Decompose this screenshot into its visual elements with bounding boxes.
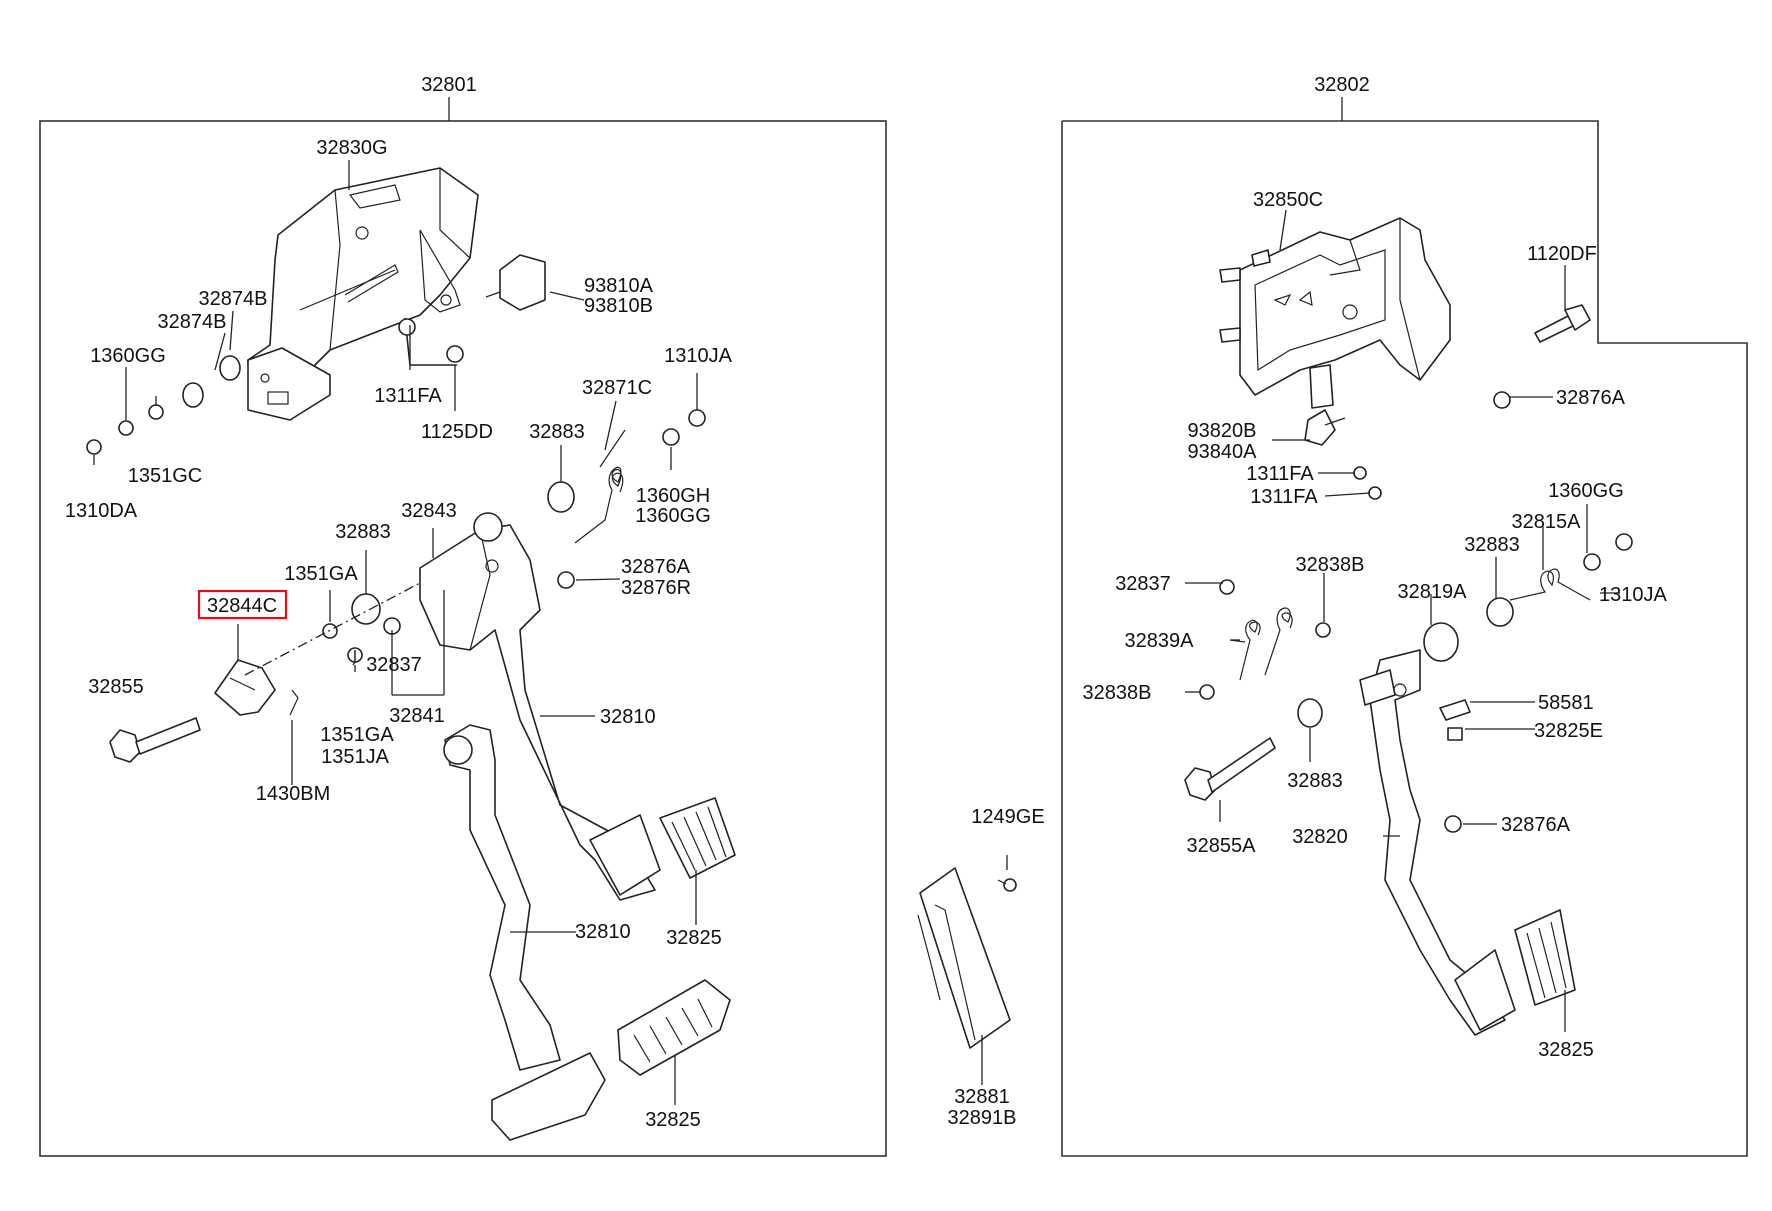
callout-93840A[interactable]: 93840A (1188, 441, 1258, 463)
callout-1310JA-right[interactable]: 1310JA (1599, 584, 1667, 606)
pedal-bracket-drawing (247, 167, 479, 421)
callout-32843[interactable]: 32843 (401, 500, 457, 522)
callout-32825-right[interactable]: 32825 (1538, 1039, 1594, 1061)
callout-1310JA[interactable]: 1310JA (664, 345, 732, 367)
callout-32855[interactable]: 32855 (88, 676, 144, 698)
highlight-box-32844C (197, 589, 288, 620)
callout-32841[interactable]: 32841 (389, 705, 445, 727)
callout-1351GA-lower[interactable]: 1351GA (320, 724, 394, 746)
spring-32839A-drawing (1239, 607, 1293, 681)
callout-32815A[interactable]: 32815A (1512, 511, 1582, 533)
callout-32881[interactable]: 32881 (954, 1086, 1010, 1108)
callout-58581[interactable]: 58581 (1538, 692, 1594, 714)
callout-1249GE[interactable]: 1249GE (971, 806, 1044, 828)
callout-32825E[interactable]: 32825E (1534, 720, 1603, 742)
callout-32855A[interactable]: 32855A (1187, 835, 1257, 857)
callout-32810-upper[interactable]: 32810 (600, 706, 656, 728)
callout-32830G[interactable]: 32830G (316, 137, 387, 159)
callout-32876A[interactable]: 32876A (621, 556, 691, 578)
callout-32883-right-upper[interactable]: 32883 (1464, 534, 1520, 556)
callout-1430BM[interactable]: 1430BM (256, 783, 331, 805)
cotter-pin-drawing (289, 689, 299, 716)
callout-32838B-upper[interactable]: 32838B (1296, 554, 1365, 576)
brake-pedal-drawing (419, 512, 661, 901)
callout-32825-upper[interactable]: 32825 (666, 927, 722, 949)
callout-1360GH[interactable]: 1360GH (636, 485, 711, 507)
callout-32883-right-lower[interactable]: 32883 (1287, 770, 1343, 792)
callout-32837[interactable]: 32837 (366, 654, 422, 676)
left-assembly: 32801 (39, 74, 1045, 1157)
callout-32825-lower[interactable]: 32825 (645, 1109, 701, 1131)
callout-32876A-upper[interactable]: 32876A (1556, 387, 1626, 409)
right-assembly: 32802 (1061, 74, 1748, 1157)
assembly-number-right: 32802 (1314, 74, 1370, 96)
callout-93810A[interactable]: 93810A (584, 275, 654, 297)
callout-93810B[interactable]: 93810B (584, 295, 653, 317)
bolt-32855-drawing (109, 717, 201, 763)
callout-32838B-lower[interactable]: 32838B (1083, 682, 1152, 704)
callout-1310DA[interactable]: 1310DA (65, 500, 138, 522)
callout-1125DD[interactable]: 1125DD (421, 421, 493, 443)
pedal-pad-lower-drawing (617, 979, 731, 1076)
callout-32810-lower[interactable]: 32810 (575, 921, 631, 943)
callout-32874B-second[interactable]: 32874B (158, 311, 227, 333)
pedal-clip-drawing (214, 659, 276, 716)
callout-32874B[interactable]: 32874B (199, 288, 268, 310)
callout-32820[interactable]: 32820 (1292, 826, 1348, 848)
callout-1351JA[interactable]: 1351JA (321, 746, 389, 768)
callout-32837-right[interactable]: 32837 (1115, 573, 1171, 595)
bolt-32855A-drawing (1184, 737, 1276, 801)
return-spring-drawing (574, 466, 624, 544)
callout-1311FA-a[interactable]: 1311FA (1246, 463, 1314, 485)
brake-switch-drawing (499, 254, 546, 311)
callout-1360GG-right[interactable]: 1360GG (1548, 480, 1624, 502)
callout-32819A[interactable]: 32819A (1398, 581, 1468, 603)
callout-1351GC[interactable]: 1351GC (128, 465, 203, 487)
callout-93820B[interactable]: 93820B (1188, 420, 1257, 442)
pedal-bracket-right-drawing (1219, 217, 1451, 396)
callout-32876R[interactable]: 32876R (621, 577, 691, 599)
callout-32876A-lower[interactable]: 32876A (1501, 814, 1571, 836)
spring-32815A-drawing (1509, 568, 1591, 601)
callout-32891B[interactable]: 32891B (948, 1107, 1017, 1129)
callout-1351GA[interactable]: 1351GA (284, 563, 358, 585)
callout-1311FA-b[interactable]: 1311FA (1250, 486, 1318, 508)
clutch-pedal-right-drawing (1359, 649, 1516, 1036)
accelerator-pedal-drawing (917, 867, 1011, 1049)
callout-32871C[interactable]: 32871C (582, 377, 652, 399)
callout-32844C[interactable]: 32844C (207, 595, 277, 617)
assembly-number-left: 32801 (421, 74, 477, 96)
callout-32850C[interactable]: 32850C (1253, 189, 1323, 211)
pedal-pad-upper-drawing (659, 797, 736, 879)
right-assembly-frame (1061, 120, 1748, 1157)
clutch-pedal-drawing (443, 724, 606, 1141)
callout-1360GG[interactable]: 1360GG (90, 345, 166, 367)
left-assembly-frame (39, 120, 887, 1157)
callout-1311FA[interactable]: 1311FA (374, 385, 442, 407)
callout-1360GG-lower[interactable]: 1360GG (635, 505, 711, 527)
clutch-switch-drawing (1309, 364, 1334, 409)
pedal-pad-right-drawing (1514, 909, 1576, 1006)
callout-32839A[interactable]: 32839A (1125, 630, 1195, 652)
callout-32883-upper[interactable]: 32883 (529, 421, 585, 443)
callout-32883-mid[interactable]: 32883 (335, 521, 391, 543)
callout-1120DF[interactable]: 1120DF (1527, 243, 1597, 265)
